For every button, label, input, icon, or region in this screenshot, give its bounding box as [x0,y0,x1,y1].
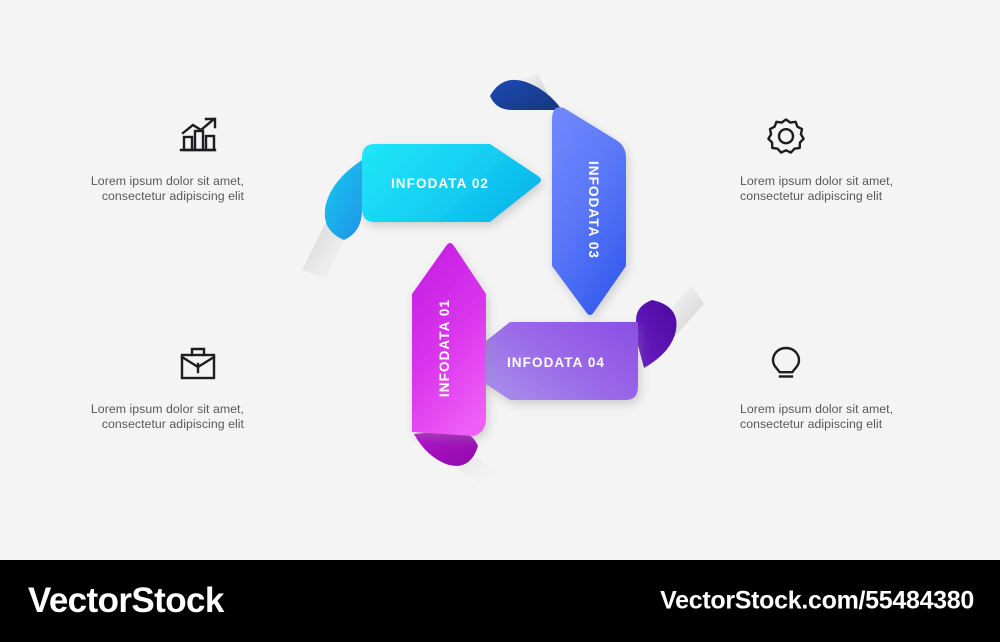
segment-infodata-04[interactable]: INFODATA 04 [459,300,677,400]
info-item-text: Lorem ipsum dolor sit amet, consectetur … [90,402,244,431]
cycle-diagram: INFODATA 02 INFODATA 03 INFODATA 04 [300,74,704,490]
bar-chart-growth-icon [64,112,244,162]
gear-icon [740,112,920,162]
watermark-url: VectorStock.com/55484380 [660,586,974,615]
ribbon-shadow-streaks [302,74,704,486]
segment-03-label: INFODATA 03 [586,161,601,259]
watermark-bar: VectorStock VectorStock.com/55484380 [0,560,1000,642]
segment-03-body [552,107,626,315]
illustration-canvas: INFODATA 02 INFODATA 03 INFODATA 04 [64,74,920,490]
info-item-text: Lorem ipsum dolor sit amet, consectetur … [740,174,894,203]
segment-04-fold [636,300,677,368]
segment-infodata-03[interactable]: INFODATA 03 [490,79,626,315]
info-item-bar-chart[interactable]: Lorem ipsum dolor sit amet, consectetur … [64,112,244,203]
segment-infodata-02[interactable]: INFODATA 02 [324,144,541,240]
info-item-lightbulb[interactable]: Lorem ipsum dolor sit amet, consectetur … [740,340,920,431]
segment-02-body [362,144,541,222]
briefcase-icon [64,340,244,390]
watermark-brand: VectorStock [28,581,224,620]
segment-01-label: INFODATA 01 [437,299,452,397]
segment-02-label: INFODATA 02 [391,176,489,191]
info-item-text: Lorem ipsum dolor sit amet, consectetur … [90,174,244,203]
segment-01-body [412,243,486,436]
segment-01-fold [414,432,478,466]
segment-02-fold [324,160,362,240]
info-item-gear[interactable]: Lorem ipsum dolor sit amet, consectetur … [740,112,920,203]
lightbulb-icon [740,340,920,390]
segment-infodata-01[interactable]: INFODATA 01 [412,243,486,466]
segment-04-body [459,322,638,400]
info-item-briefcase[interactable]: Lorem ipsum dolor sit amet, consectetur … [64,340,244,431]
info-item-text: Lorem ipsum dolor sit amet, consectetur … [740,402,894,431]
segment-04-label: INFODATA 04 [507,355,605,370]
segment-03-fold [490,79,562,110]
